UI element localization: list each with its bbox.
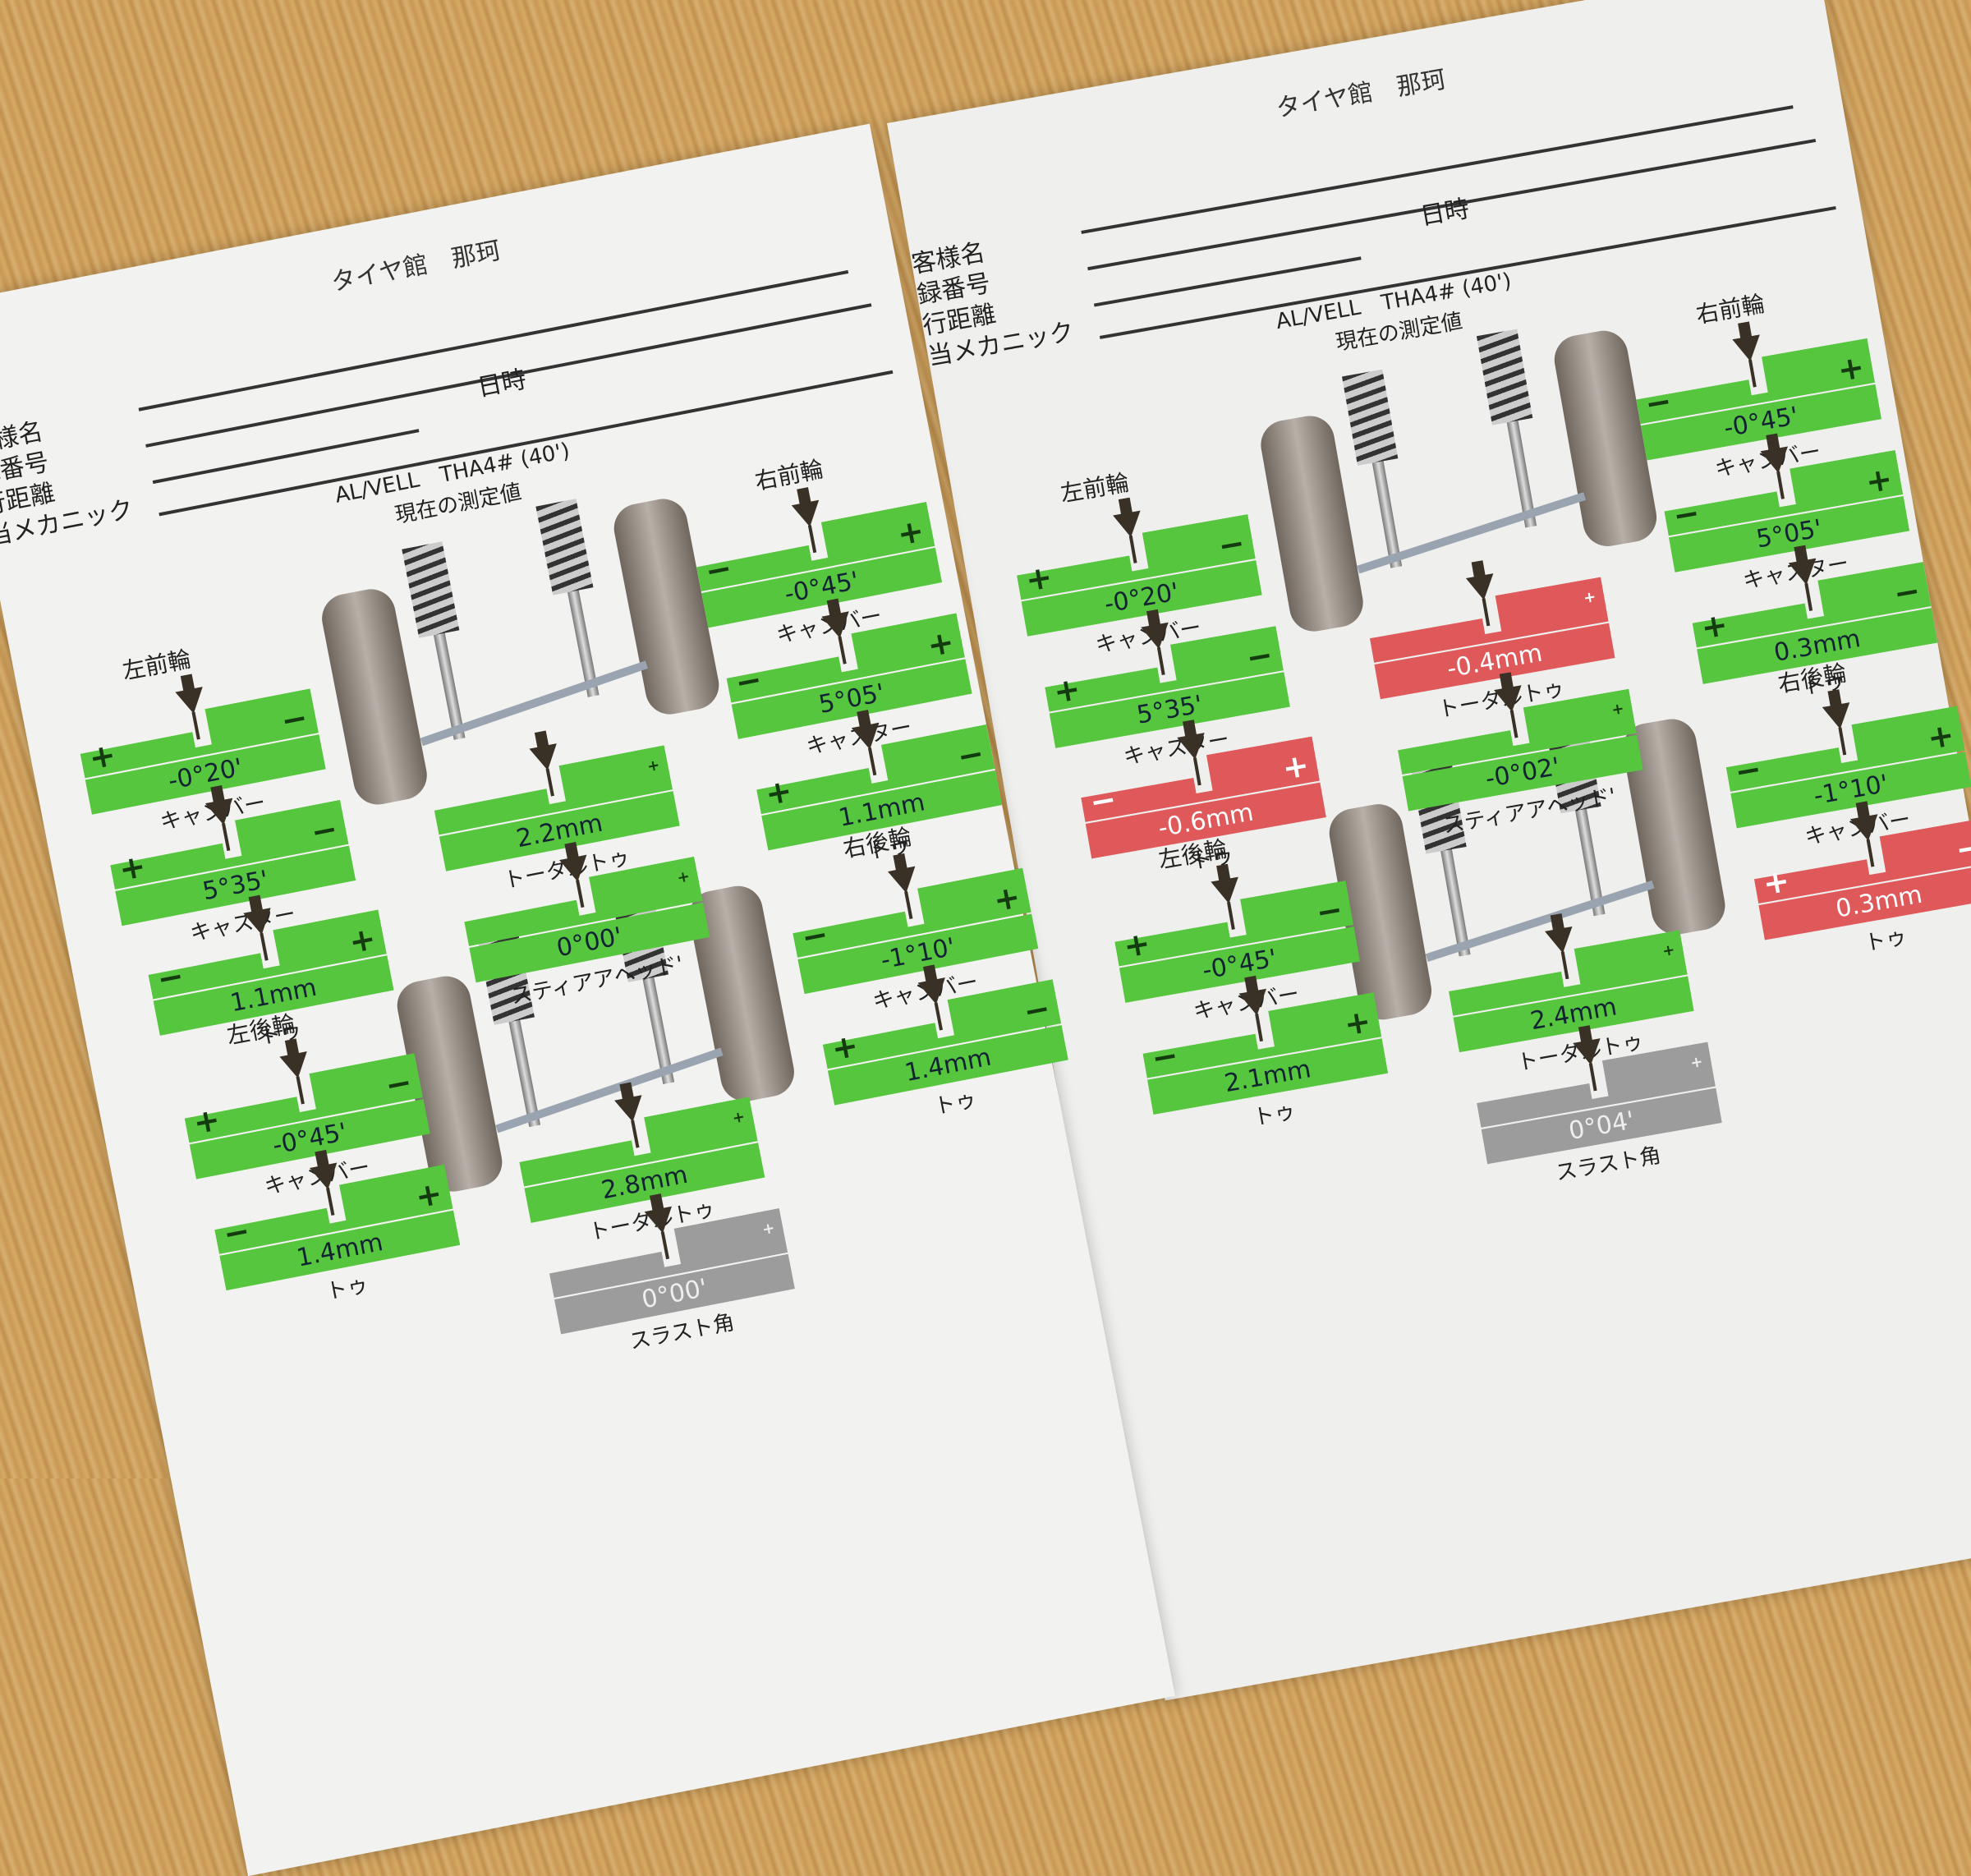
pointer-arrow-icon xyxy=(885,852,926,922)
minus-plus-sign: − xyxy=(154,957,187,998)
pointer-arrow-icon xyxy=(915,963,955,1032)
minus-plus-sign: + xyxy=(190,1101,223,1142)
gauge-lf-camber: +−-0°20'キャンバー xyxy=(69,652,326,835)
pointer-arrow-icon xyxy=(1730,320,1768,390)
pointer-arrow-icon xyxy=(1174,718,1213,788)
date-label: 日時 xyxy=(475,365,529,403)
minus-plus-sign: + xyxy=(116,847,149,889)
pointer-arrow-icon xyxy=(1786,544,1825,614)
date-label: 日時 xyxy=(1417,194,1472,232)
minus-plus-sign: − xyxy=(1732,750,1765,791)
gauge-steering-axis: -+-0°02'スティアアヘッド' xyxy=(1388,652,1643,839)
pointer-arrow-icon xyxy=(1208,862,1247,932)
pointer-arrow-icon xyxy=(1820,687,1858,757)
minus-plus-sign: + xyxy=(1835,348,1868,389)
minus-plus-sign: + xyxy=(1698,605,1731,646)
coil-spring-right xyxy=(535,499,594,595)
pointer-arrow-icon xyxy=(788,485,829,555)
minus-plus-sign: − xyxy=(1243,636,1276,677)
minus-plus-sign: − xyxy=(1670,494,1702,535)
minus-plus-sign: + xyxy=(1863,460,1895,501)
gauge-rf-camber: −+-0°45'キャンバー xyxy=(686,466,943,648)
gauge-rr-camber: −+-1°10'キャンバー xyxy=(782,831,1039,1014)
minus-plus-sign: + xyxy=(1022,558,1055,599)
minus-plus-sign: + xyxy=(1120,924,1153,965)
coil-spring-left xyxy=(1341,369,1399,466)
pointer-arrow-icon xyxy=(202,784,242,853)
tire-left xyxy=(1257,412,1367,636)
pointer-arrow-icon xyxy=(848,708,889,778)
minus-plus-sign: − xyxy=(1087,780,1119,821)
minus-plus-sign: − xyxy=(732,660,765,701)
pointer-arrow-icon xyxy=(1138,608,1177,678)
minus-plus-sign: + xyxy=(1050,670,1083,710)
pointer-arrow-icon xyxy=(1570,1023,1609,1093)
shop-name: タイヤ館 那珂 xyxy=(1274,65,1449,124)
minus-plus-sign: − xyxy=(798,915,832,957)
pointer-arrow-icon xyxy=(1848,800,1886,870)
minus-plus-sign: − xyxy=(220,1212,254,1253)
gauge-lf-caster: +−5°35'キャスター xyxy=(1035,590,1290,770)
minus-plus-sign: − xyxy=(1313,890,1346,931)
shop-name: タイヤ館 那珂 xyxy=(328,236,503,297)
minus-plus-sign: − xyxy=(702,549,735,591)
pointer-arrow-icon xyxy=(1542,912,1581,982)
minus-plus-sign: + xyxy=(85,736,119,777)
pointer-arrow-icon xyxy=(1110,496,1149,566)
minus-plus-sign: − xyxy=(1642,382,1675,423)
pointer-arrow-icon xyxy=(241,894,281,963)
gauge-rr-camber: −+-1°10'キャンバー xyxy=(1716,669,1971,850)
minus-plus-sign: + xyxy=(1760,862,1793,903)
gauge-lf-caster: +−5°35'キャスター xyxy=(99,764,356,946)
gauge-steering-axis: -+0°00'スティアアヘッド' xyxy=(453,821,710,1009)
pointer-arrow-icon xyxy=(1236,974,1275,1044)
pointer-arrow-icon xyxy=(1757,432,1796,502)
minus-plus-sign: − xyxy=(1891,572,1923,613)
coil-spring-left xyxy=(402,541,460,638)
pointer-arrow-icon xyxy=(172,672,213,742)
minus-plus-sign: + xyxy=(1924,716,1957,756)
pointer-arrow-icon xyxy=(526,729,567,798)
gauge-lr-camber: +−-0°45'キャンバー xyxy=(1105,844,1360,1024)
gauge-lf-camber: +−-0°20'キャンバー xyxy=(1007,478,1262,658)
pointer-arrow-icon xyxy=(819,597,859,667)
minus-plus-sign: − xyxy=(1215,524,1248,565)
minus-plus-sign: + xyxy=(828,1027,861,1068)
pointer-arrow-icon xyxy=(641,1192,682,1262)
pointer-arrow-icon xyxy=(612,1081,652,1151)
minus-plus-sign: + xyxy=(1341,1002,1374,1043)
pointer-arrow-icon xyxy=(1463,559,1502,628)
gauge-thrust-angle: -+0°04'スラスト角 xyxy=(1467,1005,1722,1186)
pointer-arrow-icon xyxy=(557,840,597,910)
minus-plus-sign: − xyxy=(1148,1037,1181,1077)
gauge-lr-camber: +−-0°45'キャンバー xyxy=(173,1017,430,1200)
minus-plus-sign: + xyxy=(1280,747,1312,787)
minus-plus-sign: + xyxy=(762,772,795,813)
gauge-rf-caster: −+5°05'キャスター xyxy=(715,577,972,760)
pointer-arrow-icon xyxy=(1491,671,1530,741)
gauge-rf-caster: −+5°05'キャスター xyxy=(1654,414,1910,594)
pointer-arrow-icon xyxy=(307,1148,347,1218)
pointer-arrow-icon xyxy=(277,1037,317,1106)
tire-left xyxy=(317,585,431,809)
gauge-rf-camber: −+-0°45'キャンバー xyxy=(1626,301,1881,482)
coil-spring-right xyxy=(1476,329,1533,425)
gauge-thrust-angle: -+0°00'スラスト角 xyxy=(539,1172,795,1354)
